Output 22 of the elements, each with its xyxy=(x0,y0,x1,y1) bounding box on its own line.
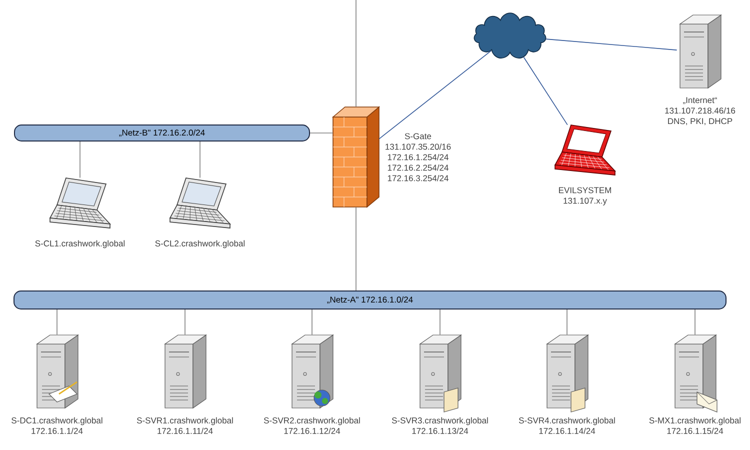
device-label: S-SVR2.crashwork.global 172.16.1.12/24 xyxy=(264,417,360,434)
network-link xyxy=(566,309,568,336)
network-bus: „Netz-A" 172.16.1.0/24 xyxy=(14,290,726,310)
device-label: „Internet“ 131.107.218.46/16 DNS, PKI, DHCP xyxy=(665,97,736,126)
device-label: S-DC1.crashwork.global 172.16.1.1/24 xyxy=(12,417,102,434)
device-label: S-SVR1.crashwork.global 172.16.1.11/24 xyxy=(136,417,233,434)
network-link xyxy=(184,309,186,336)
network-link xyxy=(523,56,568,126)
network-bus: „Netz-B" 172.16.2.0/24 xyxy=(14,124,310,142)
device-label: S-MX1.crashwork.global 172.16.1.15/24 xyxy=(649,417,740,434)
network-link xyxy=(56,309,58,336)
device-label: S-SVR3.crashwork.global 172.16.1.13/24 xyxy=(392,417,488,434)
network-link xyxy=(310,132,334,134)
device-label: S-SVR4.crashwork.global 172.16.1.14/24 xyxy=(518,417,615,434)
cloud-drawing xyxy=(474,12,546,59)
device-label: S-CL2.crashwork.global xyxy=(155,240,245,248)
device-label: EVILSYSTEM 131.107.x.y xyxy=(559,187,611,206)
device-label: S-Gate 131.107.35.20/16 172.16.1.254/24 172.16.2.254/24 172.16.3.254/24 xyxy=(386,133,451,182)
network-link xyxy=(378,50,492,140)
device-label: S-CL1.crashwork.global xyxy=(35,240,125,248)
network-link xyxy=(546,38,678,50)
network-link xyxy=(694,309,696,336)
